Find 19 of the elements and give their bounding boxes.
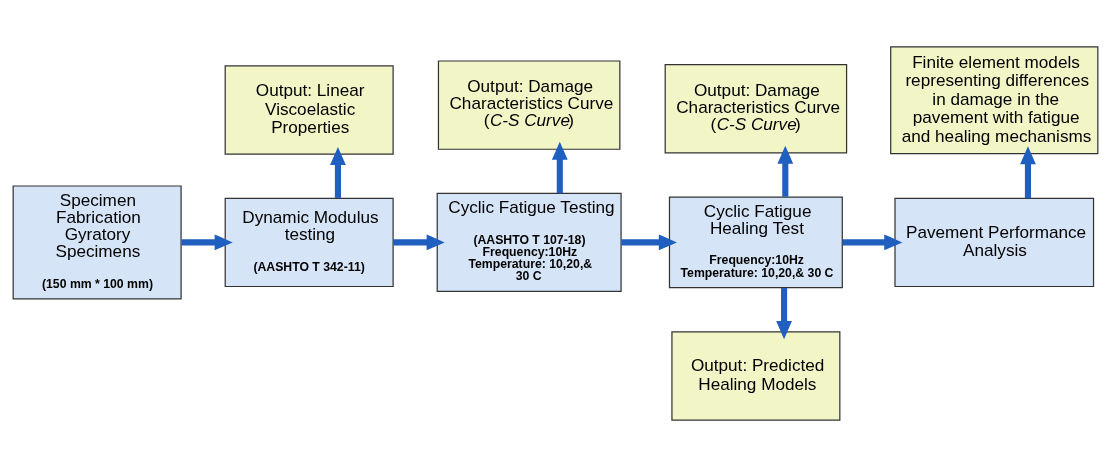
node-box: Dynamic Modulus testing (AASHTO T 342-11)	[224, 197, 394, 288]
arrow	[776, 288, 792, 340]
node-box: Output: Damage Characteristics Curve (C-S Curve)	[437, 60, 621, 150]
node-box: Cyclic Fatigue Healing Test Frequency:10Hz Temperature: 10,20,& 30 C	[668, 196, 843, 289]
node-box: Finite element models representing differences in damage in the pavement with fatigue and healing mechanisms	[890, 46, 1099, 155]
node-box: Output: Predicted Healing Models	[671, 331, 841, 421]
node-box: Output: Linear Viscoelastic Properties	[224, 65, 394, 155]
arrow	[1020, 146, 1036, 199]
arrow	[777, 145, 794, 197]
arrow	[621, 234, 677, 251]
node-box: Specimen Fabrication Gyratory Specimens (150 mm * 100 mm)	[12, 185, 182, 300]
arrow	[551, 141, 568, 194]
node-box: Cyclic Fatigue Testing (AASHTO T 107-18) Frequency:10Hz Temperature: 10,20,& 30 C	[436, 192, 622, 293]
arrow	[181, 234, 233, 251]
node-box: Pavement Performance Analysis	[894, 197, 1095, 288]
arrow	[393, 234, 445, 251]
arrow	[842, 234, 903, 251]
arrow	[330, 146, 346, 198]
node-box: Output: Damage Characteristics Curve (C-S Curve)	[664, 64, 848, 154]
